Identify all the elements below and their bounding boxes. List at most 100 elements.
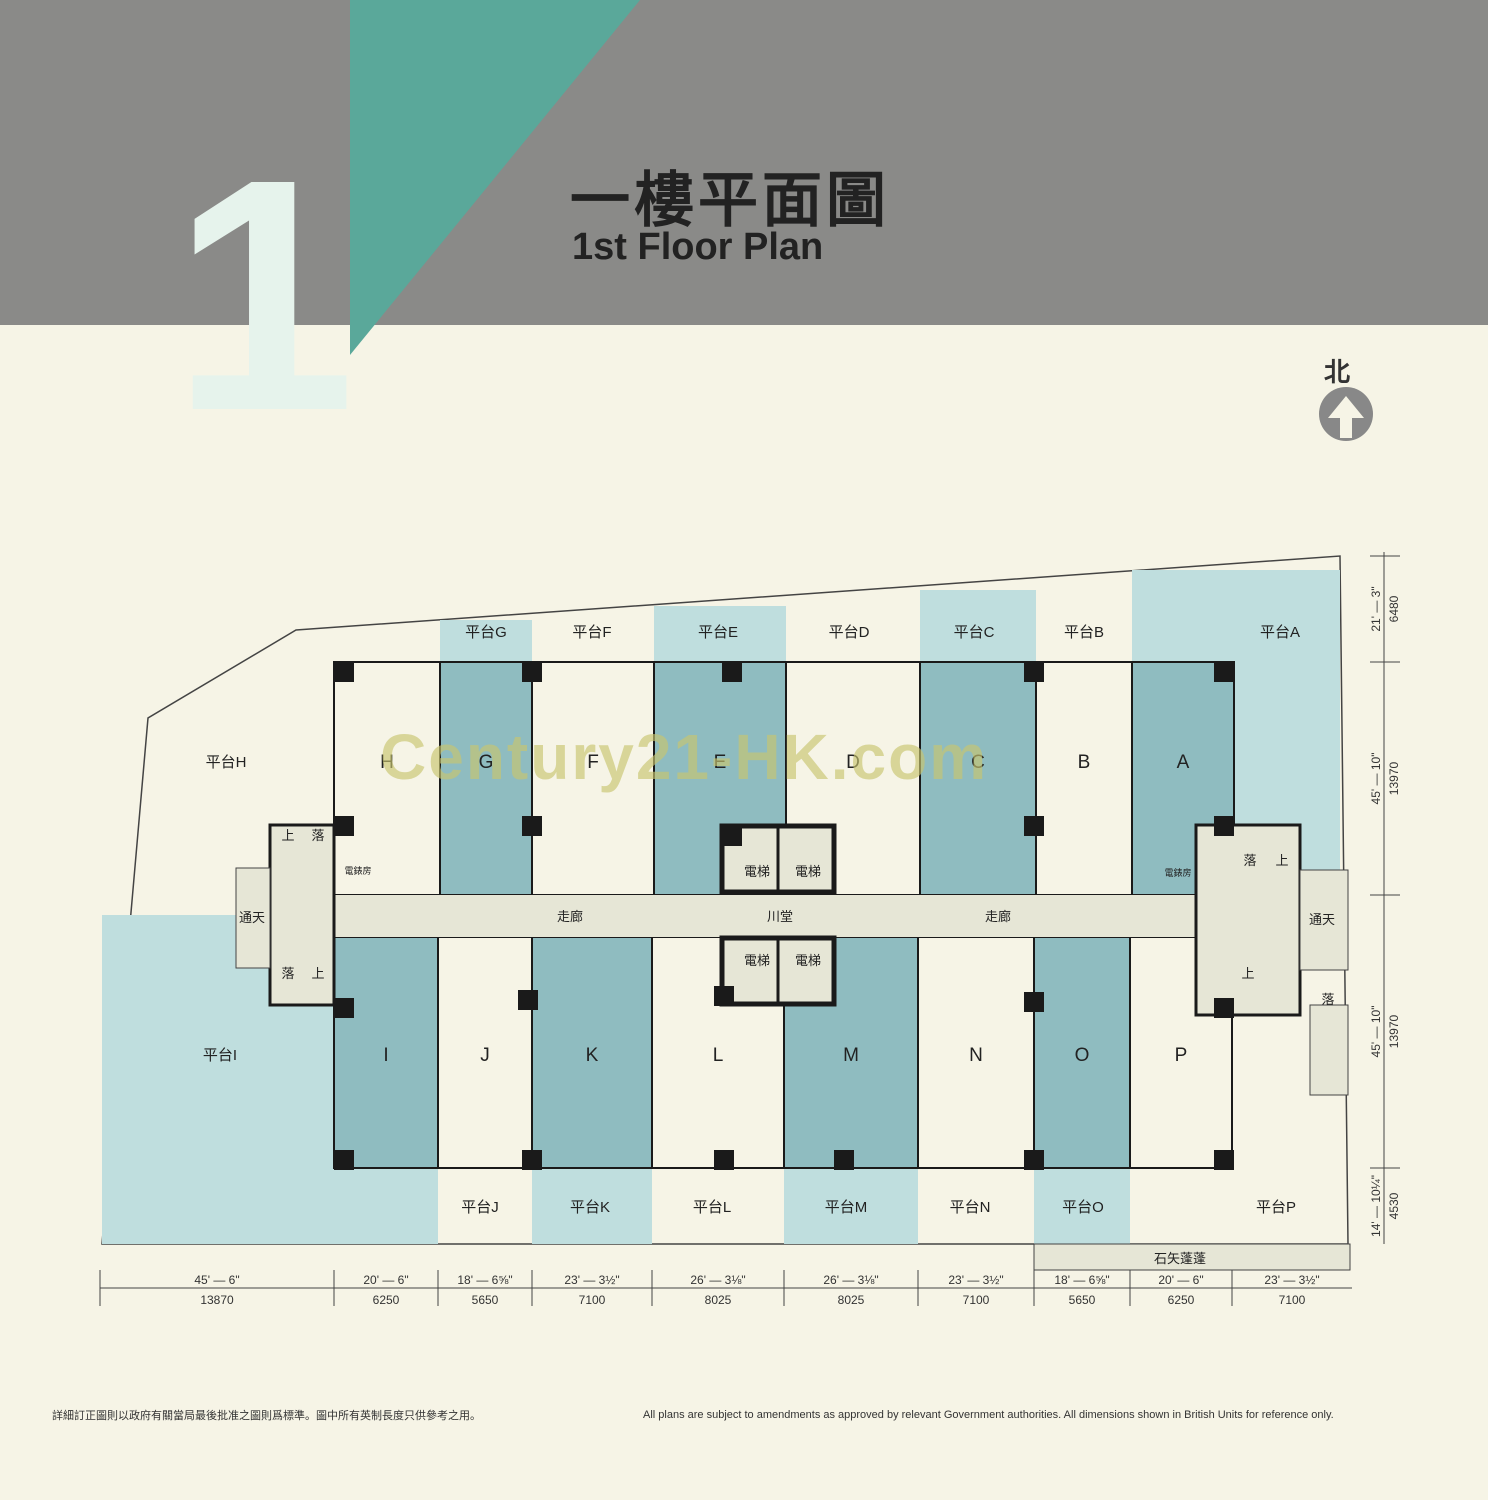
stairs-down-label-west-2: 落 — [281, 966, 294, 981]
column-12 — [714, 986, 734, 1006]
unit-top-0 — [333, 661, 441, 896]
light-well-label-east: 通天 — [1309, 912, 1335, 927]
dim-bottom-imperial-5: 26' — 3⅛" — [823, 1273, 878, 1287]
meter-room-label-east: 電錶房 — [1164, 867, 1191, 878]
column-17 — [714, 1150, 734, 1170]
column-0 — [334, 662, 354, 682]
dim-bottom-imperial-1: 20' — 6" — [363, 1273, 408, 1287]
disclaimer-chinese: 詳細訂正圖則以政府有關當局最後批准之圖則爲標準。圖中所有英制長度只供參考之用。 — [52, 1409, 481, 1422]
column-14 — [1214, 998, 1234, 1018]
west-light-well — [235, 867, 271, 969]
dim-bottom-metric-6: 7100 — [963, 1293, 990, 1307]
terrace-label-c: 平台C — [954, 624, 995, 641]
terrace-label-a: 平台A — [1260, 624, 1300, 641]
unit-label-e: E — [714, 752, 727, 773]
corridor-band — [334, 895, 1234, 937]
lift-label-1: 電梯 — [744, 864, 770, 879]
dim-bottom-imperial-0: 45' — 6" — [194, 1273, 239, 1287]
terrace-label-b: 平台B — [1064, 624, 1104, 641]
disclaimer-english: All plans are subject to amendments as a… — [643, 1409, 1334, 1421]
dim-bottom-metric-1: 6250 — [373, 1293, 400, 1307]
units-layer — [333, 661, 1235, 1169]
column-3 — [1024, 662, 1044, 682]
stairs-down-label-exit: 落 — [1321, 992, 1334, 1007]
column-1 — [522, 662, 542, 682]
terrace-label-f: 平台F — [572, 624, 611, 641]
dimension-labels: 45' — 6" 13870 20' — 6" 6250 18' — 6⅝" 5650 23… — [99, 555, 1401, 1307]
stairs-down-label-east: 落 — [1243, 853, 1256, 868]
unit-label-g: G — [479, 752, 494, 773]
column-15 — [334, 1150, 354, 1170]
terrace-e-area — [654, 606, 786, 662]
east-light-well — [1299, 869, 1349, 971]
column-10 — [334, 998, 354, 1018]
terrace-label-g: 平台G — [465, 624, 507, 641]
unit-top-6 — [1035, 661, 1133, 896]
columns-layer — [334, 662, 1234, 1170]
dim-bottom-metric-2: 5650 — [472, 1293, 499, 1307]
unit-label-k: K — [586, 1045, 599, 1066]
dim-bottom-imperial-8: 20' — 6" — [1158, 1273, 1203, 1287]
terrace-label-h: 平台H — [206, 754, 247, 771]
east-stair-core — [1194, 823, 1302, 1017]
dim-right-metric-2: 13970 — [1387, 1014, 1401, 1048]
light-well-label-west: 通天 — [239, 910, 265, 925]
unit-label-i: I — [383, 1045, 388, 1066]
unit-top-5 — [919, 661, 1037, 896]
page-title-chinese: 一樓平面圖 — [570, 166, 890, 236]
column-11 — [518, 990, 538, 1010]
terrace-k-area — [532, 1168, 652, 1244]
terrace-label-k: 平台K — [570, 1199, 610, 1216]
unit-bottom-1 — [437, 936, 533, 1169]
dim-bottom-imperial-4: 26' — 3⅛" — [690, 1273, 745, 1287]
dim-right-imperial-3: 14' — 10¼" — [1369, 1175, 1383, 1237]
stairs-up-label-east: 上 — [1275, 853, 1288, 868]
canopy-label: 石矢蓬蓬 — [1154, 1251, 1206, 1266]
west-stair-core — [268, 823, 336, 1007]
unit-label-h: H — [380, 752, 394, 773]
dim-bottom-imperial-9: 23' — 3½" — [1264, 1273, 1319, 1287]
floor-number: 1 — [172, 110, 356, 479]
dim-right-imperial-2: 45' — 10" — [1369, 1006, 1383, 1058]
terrace-label-d: 平台D — [829, 624, 870, 641]
column-18 — [834, 1150, 854, 1170]
north-arrow-pointer — [1328, 396, 1364, 438]
dim-bottom-metric-0: 13870 — [200, 1293, 234, 1307]
dim-bottom-imperial-3: 23' — 3½" — [564, 1273, 619, 1287]
page-title-english: 1st Floor Plan — [572, 226, 824, 268]
east-exit-stair — [1309, 1004, 1349, 1096]
terrace-label-j: 平台J — [461, 1199, 499, 1216]
stairs-down-label-west: 落 — [311, 828, 324, 843]
lift-label-3: 電梯 — [744, 953, 770, 968]
dim-bottom-metric-3: 7100 — [579, 1293, 606, 1307]
unit-bottom-0 — [333, 936, 439, 1169]
column-13 — [1024, 992, 1044, 1012]
column-16 — [522, 1150, 542, 1170]
dim-right-metric-3: 4530 — [1387, 1192, 1401, 1219]
unit-label-p: P — [1175, 1045, 1188, 1066]
unit-bottom-2 — [531, 936, 653, 1169]
unit-label-j: J — [480, 1045, 490, 1066]
unit-bottom-5 — [917, 936, 1035, 1169]
terrace-label-o: 平台O — [1062, 1199, 1104, 1216]
lobby-label: 川堂 — [767, 909, 793, 924]
column-7 — [722, 826, 742, 846]
terrace-label-l: 平台L — [693, 1199, 731, 1216]
dim-bottom-imperial-2: 18' — 6⅝" — [457, 1273, 512, 1287]
dim-bottom-imperial-7: 18' — 6⅝" — [1054, 1273, 1109, 1287]
terrace-label-m: 平台M — [825, 1199, 868, 1216]
stairs-up-label-west: 上 — [281, 828, 294, 843]
dim-bottom-metric-8: 6250 — [1168, 1293, 1195, 1307]
dim-bottom-metric-9: 7100 — [1279, 1293, 1306, 1307]
dimension-lines — [100, 552, 1385, 1289]
unit-label-a: A — [1177, 752, 1190, 773]
dim-right-metric-1: 13970 — [1387, 761, 1401, 795]
terrace-label-i: 平台I — [203, 1047, 237, 1064]
meter-room-label-west: 電錶房 — [344, 865, 371, 876]
unit-label-c: C — [971, 752, 985, 773]
lift-label-4: 電梯 — [795, 953, 821, 968]
teal-stripe — [350, 0, 640, 355]
unit-top-2 — [531, 661, 655, 896]
